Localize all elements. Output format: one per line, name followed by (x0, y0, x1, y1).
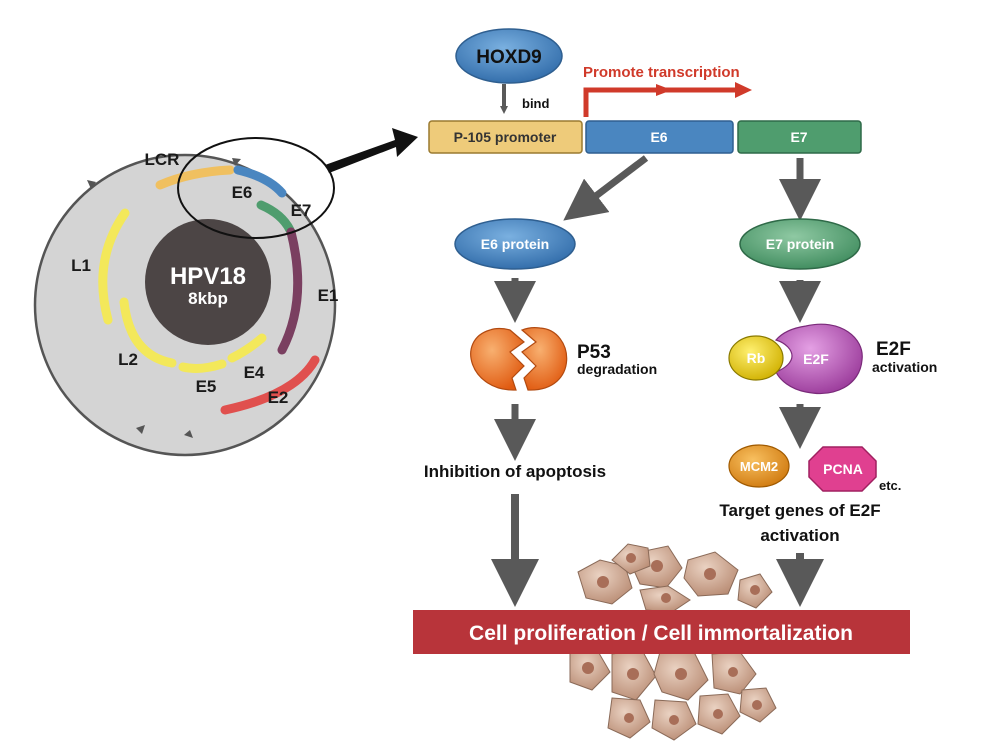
p53-label: P53 (577, 342, 611, 363)
promoter-label: P-105 promoter (454, 129, 557, 145)
l1-arc (98, 208, 130, 325)
mcm2-label: MCM2 (740, 459, 778, 474)
promoter-box (428, 120, 583, 154)
apoptosis-label: Inhibition of apoptosis (424, 462, 606, 481)
e5-label: E5 (196, 377, 217, 396)
mcm2-ellipse (728, 444, 790, 488)
targets-line1: Target genes of E2F (719, 501, 880, 520)
e7-gene-box (737, 120, 862, 154)
genome-size: 8kbp (188, 289, 228, 308)
genome-name: HPV18 (170, 263, 246, 290)
ring-arrowhead (184, 430, 193, 438)
e1-label: E1 (318, 286, 339, 305)
e7-protein-label: E7 protein (766, 236, 834, 252)
promote-mid-arrowhead (656, 84, 672, 96)
e7-pathway: E7 protein E2F Rb E2F activation MCM2 PC… (719, 158, 937, 607)
e4-label: E4 (244, 363, 265, 382)
pcna-octagon (808, 446, 877, 492)
e6-down-arrow (563, 155, 649, 221)
result-banner (413, 610, 910, 654)
regulation-section: HOXD9 bind Promote transcription P-105 p… (428, 28, 862, 154)
e2f-shape (774, 323, 863, 394)
e2-arc (220, 355, 320, 415)
e7-arc (256, 200, 295, 235)
cell-nucleus (675, 668, 687, 680)
hoxd9-label: HOXD9 (476, 47, 541, 68)
p53-left-half (470, 327, 525, 391)
e4-arc (227, 333, 267, 363)
zoom-ellipse (177, 137, 335, 239)
cell-nucleus (713, 709, 723, 719)
rb-ellipse (728, 335, 784, 381)
e6-pathway: E6 protein P53 degradation Inhibition of… (424, 155, 657, 607)
e6-protein-ellipse (454, 218, 576, 270)
cell-nucleus (626, 553, 636, 563)
result-banner-label: Cell proliferation / Cell immortalizatio… (469, 622, 853, 645)
bind-label: bind (522, 96, 549, 111)
e2f-label: E2F (803, 351, 829, 367)
cell-nucleus (752, 700, 762, 710)
cell-nucleus (597, 576, 609, 588)
e6-gene-label: E6 (650, 129, 667, 145)
cell-nucleus (669, 715, 679, 725)
hpv18-genome: HPV18 8kbp LCR L1 L2 E6 E7 E1 E4 E5 E2 (33, 128, 418, 457)
cell-nucleus (582, 662, 594, 674)
cell-nucleus (661, 593, 671, 603)
cell-nucleus (624, 713, 634, 723)
l2-label: L2 (118, 350, 138, 369)
e5-arc (178, 359, 227, 373)
hoxd9-ellipse (455, 28, 563, 84)
e2f-sub-label: activation (872, 359, 937, 375)
etc-label: etc. (879, 478, 901, 493)
promote-arrowhead (735, 82, 752, 98)
cell-cluster (569, 543, 777, 741)
l1-label: L1 (71, 256, 91, 275)
ring-arrowhead (87, 180, 96, 189)
ring-arrowhead (136, 425, 145, 434)
targets-line2: activation (760, 526, 839, 545)
promote-line (583, 87, 735, 117)
l2-arc (119, 297, 177, 368)
ring-arrowhead (232, 158, 241, 166)
e7-protein-ellipse (739, 218, 861, 270)
e6-gene-box (585, 120, 734, 154)
e7-label: E7 (291, 201, 312, 220)
pcna-label: PCNA (823, 461, 863, 477)
e7-gene-label: E7 (790, 129, 807, 145)
e6-protein-label: E6 protein (481, 236, 549, 252)
e2f-title-label: E2F (876, 339, 911, 360)
lcr-arc (155, 165, 235, 190)
e1-arc (277, 227, 303, 355)
cell-nucleus (704, 568, 716, 580)
result-banner-group: Cell proliferation / Cell immortalizatio… (413, 610, 910, 654)
cell-nucleus (651, 560, 663, 572)
p53-right-half (520, 327, 568, 391)
cell-nucleus (728, 667, 738, 677)
p53-sub-label: degradation (577, 361, 657, 377)
genome-core (145, 219, 271, 345)
rb-label: Rb (747, 350, 766, 366)
zoom-arrow (325, 128, 418, 173)
e2-label: E2 (268, 388, 289, 407)
cell-nucleus (750, 585, 760, 595)
lcr-label: LCR (145, 150, 180, 169)
e6-arc (233, 165, 287, 198)
cell-nucleus (627, 668, 639, 680)
promote-label: Promote transcription (583, 64, 740, 81)
e6-label: E6 (232, 183, 253, 202)
